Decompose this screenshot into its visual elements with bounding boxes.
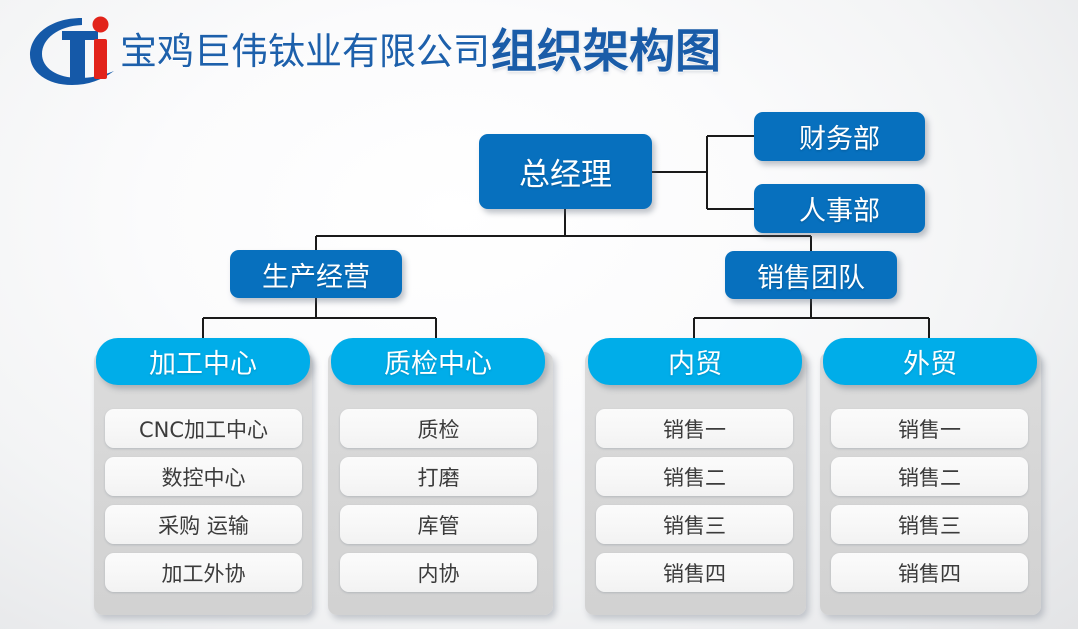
list-item[interactable]: 内协: [340, 553, 537, 592]
page-title: 宝鸡巨伟钛业有限公司 组织架构图: [120, 12, 721, 84]
list-item-label: 数控中心: [161, 465, 246, 490]
list-item-label: 采购 运输: [158, 513, 249, 538]
list-item-label: 销售二: [898, 465, 961, 490]
list-item[interactable]: 销售一: [831, 409, 1028, 448]
list-item-label: 内协: [417, 561, 460, 586]
list-item[interactable]: 打磨: [340, 457, 537, 496]
list-item[interactable]: 销售三: [831, 505, 1028, 544]
cti-company-logo: [22, 9, 130, 91]
list-item[interactable]: 销售一: [596, 409, 793, 448]
list-item[interactable]: 采购 运输: [105, 505, 302, 544]
node-general-manager[interactable]: 总经理: [479, 134, 652, 209]
list-item[interactable]: 销售三: [596, 505, 793, 544]
list-item[interactable]: 库管: [340, 505, 537, 544]
list-item[interactable]: 销售四: [596, 553, 793, 592]
node-sales-division-label: 销售团队: [757, 262, 865, 294]
group-header-domestic-trade[interactable]: 内贸: [588, 338, 802, 385]
list-item-label: 库管: [417, 513, 460, 538]
list-item-label: 销售三: [663, 513, 726, 538]
node-sales-division[interactable]: 销售团队: [725, 251, 897, 299]
node-production-division-label: 生产经营: [262, 261, 370, 293]
list-item[interactable]: CNC加工中心: [105, 409, 302, 448]
chart-title-text: 组织架构图: [491, 24, 721, 78]
group-header-machining-label: 加工中心: [149, 349, 257, 380]
group-header-domestic-trade-label: 内贸: [668, 349, 722, 380]
list-item-label: 销售四: [663, 561, 726, 586]
list-item-label: 加工外协: [161, 561, 246, 586]
list-item-label: 销售一: [663, 417, 726, 442]
node-finance-dept-label: 财务部: [799, 124, 880, 155]
list-item-label: 销售四: [898, 561, 961, 586]
company-name-text: 宝鸡巨伟钛业有限公司: [120, 30, 490, 73]
list-item-label: 质检: [417, 417, 460, 442]
list-item[interactable]: 销售二: [831, 457, 1028, 496]
group-header-foreign-trade[interactable]: 外贸: [823, 338, 1037, 385]
node-general-manager-label: 总经理: [519, 157, 612, 193]
list-item-label: 销售二: [663, 465, 726, 490]
group-header-quality[interactable]: 质检中心: [331, 338, 545, 385]
page-header: 宝鸡巨伟钛业有限公司 组织架构图: [0, 0, 1078, 96]
list-item-label: 打磨: [417, 465, 460, 490]
group-header-machining[interactable]: 加工中心: [96, 338, 310, 385]
node-finance-dept[interactable]: 财务部: [754, 112, 925, 161]
list-item-label: 销售一: [898, 417, 961, 442]
list-item[interactable]: 数控中心: [105, 457, 302, 496]
list-item[interactable]: 质检: [340, 409, 537, 448]
list-item[interactable]: 销售四: [831, 553, 1028, 592]
list-item-label: CNC加工中心: [138, 417, 269, 442]
list-item-label: 销售三: [898, 513, 961, 538]
node-production-division[interactable]: 生产经营: [230, 250, 402, 298]
list-item[interactable]: 加工外协: [105, 553, 302, 592]
group-header-quality-label: 质检中心: [384, 349, 492, 380]
node-hr-dept-label: 人事部: [799, 196, 880, 227]
list-item[interactable]: 销售二: [596, 457, 793, 496]
node-hr-dept[interactable]: 人事部: [754, 184, 925, 233]
group-header-foreign-trade-label: 外贸: [903, 349, 957, 380]
